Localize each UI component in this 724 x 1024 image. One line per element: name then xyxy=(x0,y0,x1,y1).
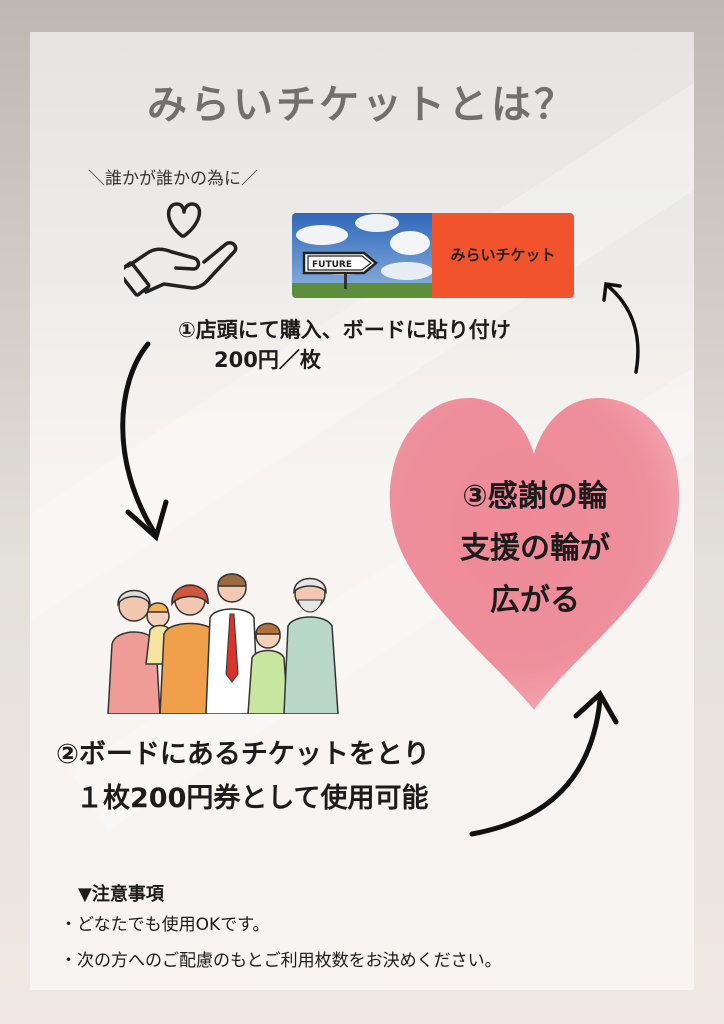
step2-line1: ②ボードにあるチケットをとり xyxy=(56,739,430,770)
future-sign-photo: FUTURE xyxy=(292,213,574,298)
page-title: みらいチケットとは？ xyxy=(147,82,577,128)
tagline: ＼誰かが誰かの為に／ xyxy=(88,169,258,189)
future-sign-text: FUTURE xyxy=(312,260,352,270)
heart-shape xyxy=(389,397,680,710)
ticket-label: みらいチケット xyxy=(450,246,556,264)
notes-item: ・次の方へのご配慮のもとご利用枚数をお決めください。 xyxy=(60,951,502,971)
family-illustration xyxy=(107,573,339,714)
step3-line1: ③感謝の輪 xyxy=(462,479,608,514)
step1-text: ①店頭にて購入、ボードに貼り付け xyxy=(178,318,511,342)
curved-arrow-icon xyxy=(469,690,619,837)
step3-line2: 支援の輪が xyxy=(460,531,610,566)
curved-arrow-icon xyxy=(120,341,169,542)
notes-heading: ▼注意事項 xyxy=(78,884,164,905)
step2-line2: １枚200円券として使用可能 xyxy=(76,783,429,814)
ticket-image: FUTURE xyxy=(292,213,574,298)
heart-hand-icon xyxy=(124,202,238,297)
curved-arrow-icon xyxy=(602,282,640,374)
step3-line3: 広がる xyxy=(490,583,580,618)
notes-item: ・どなたでも使用OKです。 xyxy=(60,915,270,935)
step1-price: 200円／枚 xyxy=(214,348,321,372)
